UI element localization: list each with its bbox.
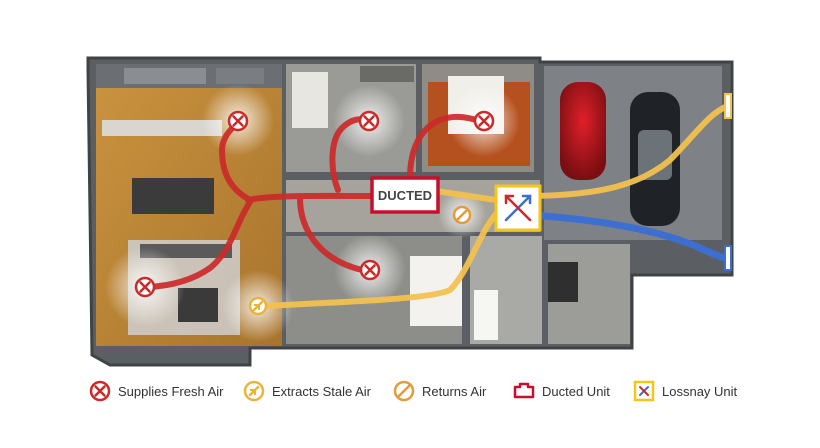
legend-label: Returns Air [422, 383, 487, 399]
ducted-unit-label: DUCTED [378, 188, 432, 203]
lossnay-unit [494, 184, 542, 232]
ducted-unit: DUCTED [370, 176, 440, 214]
legend-item-return: Returns Air [392, 378, 486, 404]
extract-air-icon [243, 380, 265, 402]
supply-vent [134, 276, 156, 298]
legend-label: Ducted Unit [542, 383, 610, 399]
legend: Supplies Fresh Air Extracts Stale Air Re… [88, 378, 748, 404]
supply-vent [473, 110, 495, 132]
legend-item-lossnay: Lossnay Unit [632, 378, 737, 404]
return-air-icon [393, 380, 415, 402]
legend-item-supply: Supplies Fresh Air [88, 378, 224, 404]
supply-vent [359, 259, 381, 281]
return-vent [452, 205, 472, 225]
supply-vent [227, 110, 249, 132]
legend-label: Lossnay Unit [662, 383, 738, 399]
extract-vent [248, 296, 268, 316]
intake-terminal [724, 93, 732, 119]
ducted-unit-icon [513, 382, 535, 399]
exhaust-duct [528, 211, 731, 262]
legend-label: Extracts Stale Air [272, 383, 371, 399]
extract-ducts [265, 103, 731, 309]
exhaust-terminal [724, 245, 732, 271]
supply-vent [358, 110, 380, 132]
legend-item-extract: Extracts Stale Air [242, 378, 371, 404]
lossnay-unit-icon [633, 380, 655, 402]
supply-air-icon [89, 380, 111, 402]
supply-vents [134, 110, 495, 298]
legend-item-ducted: Ducted Unit [512, 378, 610, 404]
legend-label: Supplies Fresh Air [118, 383, 224, 399]
garage [544, 66, 722, 240]
